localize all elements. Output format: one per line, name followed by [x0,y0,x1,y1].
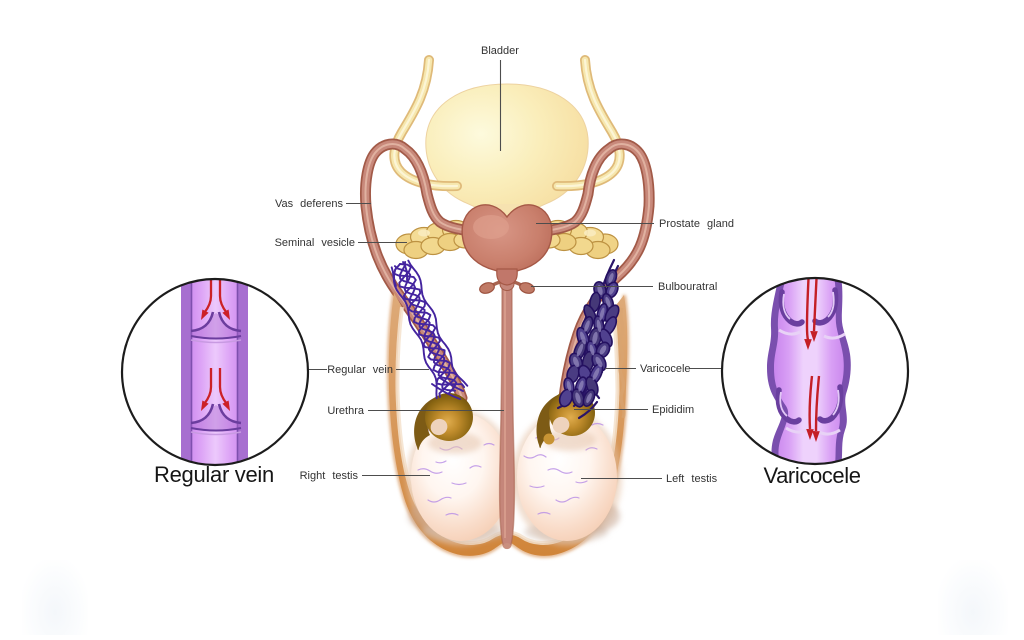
svg-text:Prostate gland: Prostate gland [659,218,734,230]
svg-text:Bulbouratral: Bulbouratral [658,281,717,293]
svg-text:Regular vein: Regular vein [327,364,393,376]
svg-text:Vas deferens: Vas deferens [275,198,344,210]
svg-text:Left testis: Left testis [666,473,718,485]
svg-text:Epididim: Epididim [652,404,694,416]
svg-text:Seminal vesicle: Seminal vesicle [275,237,355,249]
svg-text:Varicocele: Varicocele [640,363,691,375]
svg-text:Right testis: Right testis [300,470,359,482]
svg-text:Bladder: Bladder [481,45,519,57]
svg-text:Regular vein: Regular vein [154,462,274,487]
svg-text:Varicocele: Varicocele [763,463,860,488]
svg-text:Urethra: Urethra [327,405,365,417]
